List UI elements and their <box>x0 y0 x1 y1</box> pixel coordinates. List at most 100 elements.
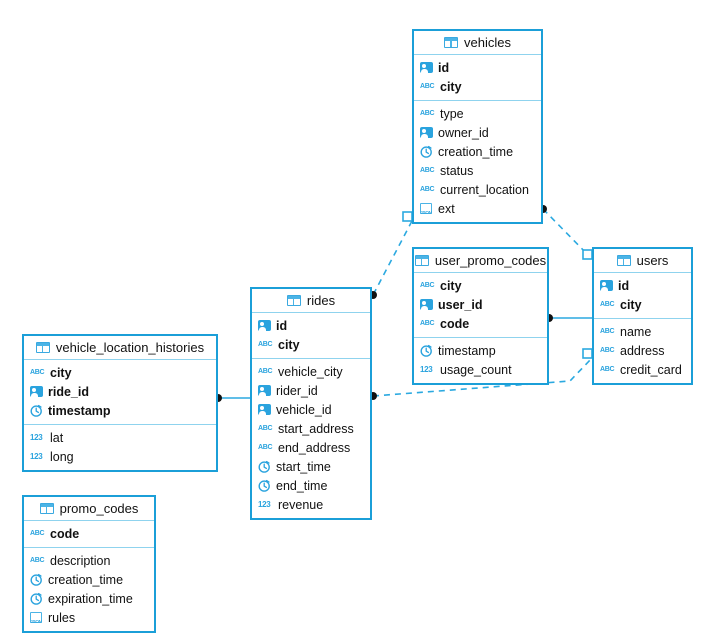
column-row[interactable]: id <box>594 276 691 295</box>
column-row[interactable]: id <box>414 58 541 77</box>
json-icon: JSON <box>30 611 43 624</box>
clock-icon <box>30 592 43 605</box>
column-row[interactable]: ABC code <box>24 524 154 543</box>
abc-text-icon: ABC <box>258 368 273 375</box>
column-name: lat <box>50 430 64 445</box>
abc-text-icon: ABC <box>30 369 45 376</box>
column-name: id <box>276 318 288 333</box>
relationship-target-marker <box>582 348 593 359</box>
column-name: vehicle_city <box>278 364 343 379</box>
column-name: ride_id <box>48 384 89 399</box>
id-card-icon <box>258 404 271 415</box>
column-name: end_time <box>276 478 328 493</box>
column-row[interactable]: ABC vehicle_city <box>252 362 370 381</box>
table-title: vehicle_location_histories <box>55 340 205 355</box>
column-name: end_address <box>278 440 351 455</box>
column-row[interactable]: rider_id <box>252 381 370 400</box>
123-number-icon: 123 <box>30 452 43 461</box>
column-name: timestamp <box>48 403 111 418</box>
id-card-icon <box>600 280 613 291</box>
abc-text-icon: ABC <box>258 341 273 348</box>
abc-text-icon: ABC <box>420 110 435 117</box>
column-row[interactable]: creation_time <box>24 570 154 589</box>
relationship-target-marker <box>582 249 593 260</box>
column-name: id <box>438 60 450 75</box>
column-row[interactable]: ABC name <box>594 322 691 341</box>
clock-icon <box>420 344 433 357</box>
table-grid-icon <box>39 503 54 514</box>
table-header-vehicle_location_histories[interactable]: vehicle_location_histories <box>24 336 216 360</box>
table-title: promo_codes <box>59 501 139 516</box>
relationship-vehicle_location_histories-rides[interactable] <box>214 394 250 402</box>
table-header-rides[interactable]: rides <box>252 289 370 313</box>
column-row[interactable]: start_time <box>252 457 370 476</box>
abc-text-icon: ABC <box>420 167 435 174</box>
column-row[interactable]: ABC end_address <box>252 438 370 457</box>
column-name: owner_id <box>438 125 489 140</box>
abc-text-icon: ABC <box>30 530 45 537</box>
column-name: start_time <box>276 459 331 474</box>
table-header-user_promo_codes[interactable]: user_promo_codes <box>414 249 547 273</box>
column-name: creation_time <box>438 144 514 159</box>
id-card-icon <box>420 127 433 138</box>
column-row[interactable]: owner_id <box>414 123 541 142</box>
column-row[interactable]: user_id <box>414 295 547 314</box>
table-header-vehicles[interactable]: vehicles <box>414 31 541 55</box>
relationship-user_promo_codes-users[interactable] <box>545 314 592 322</box>
column-name: code <box>50 526 80 541</box>
id-card-icon <box>420 299 433 310</box>
column-name: rider_id <box>276 383 318 398</box>
table-grid-icon <box>35 342 50 353</box>
table-header-users[interactable]: users <box>594 249 691 273</box>
id-card-icon <box>420 62 433 73</box>
column-name: timestamp <box>438 343 496 358</box>
column-name: name <box>620 324 652 339</box>
column-name: revenue <box>278 497 324 512</box>
abc-text-icon: ABC <box>600 328 615 335</box>
column-row[interactable]: vehicle_id <box>252 400 370 419</box>
column-row[interactable]: id <box>252 316 370 335</box>
relationship-vehicles-rides[interactable] <box>369 211 413 299</box>
relationship-source-marker <box>402 211 413 222</box>
id-card-icon <box>30 386 43 397</box>
column-row[interactable]: expiration_time <box>24 589 154 608</box>
column-row[interactable]: timestamp <box>414 341 547 360</box>
column-row[interactable]: end_time <box>252 476 370 495</box>
table-header-promo_codes[interactable]: promo_codes <box>24 497 154 521</box>
abc-text-icon: ABC <box>258 444 273 451</box>
table-grid-icon <box>286 295 301 306</box>
abc-text-icon: ABC <box>420 320 435 327</box>
column-row[interactable]: creation_time <box>414 142 541 161</box>
column-row[interactable]: timestamp <box>24 401 216 420</box>
column-row[interactable]: ride_id <box>24 382 216 401</box>
